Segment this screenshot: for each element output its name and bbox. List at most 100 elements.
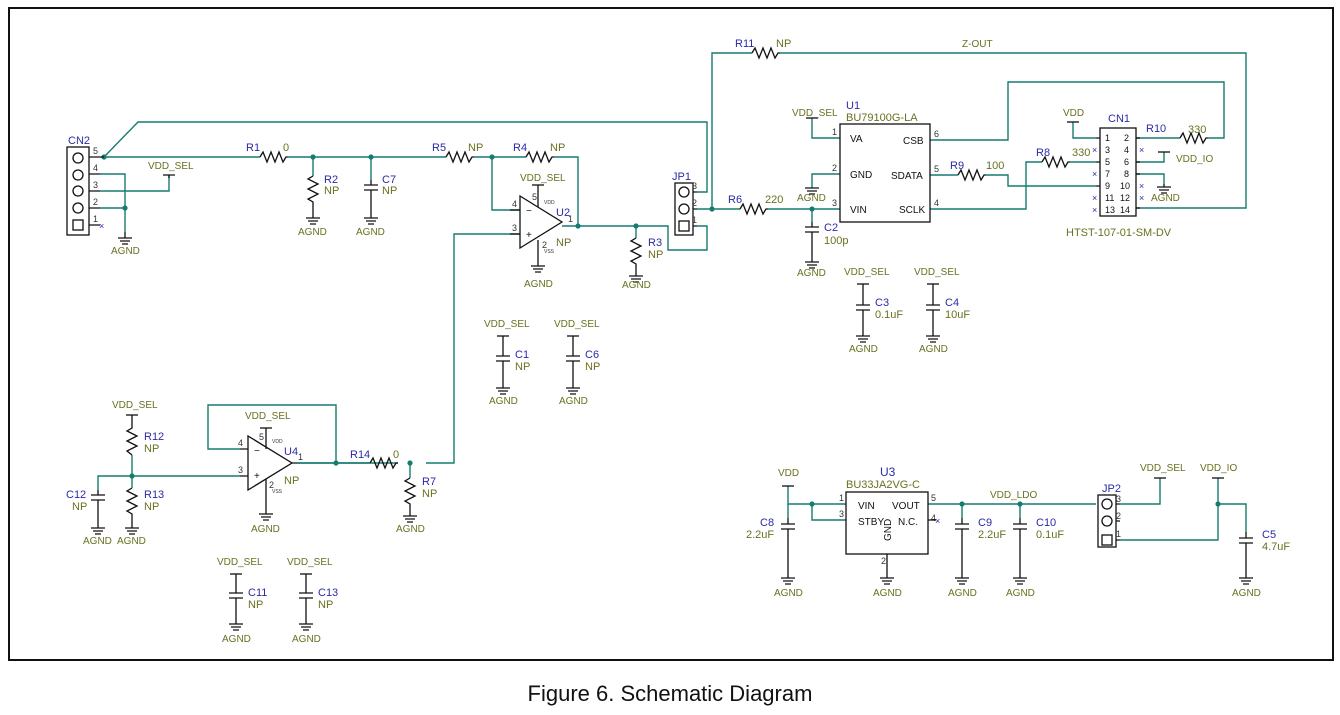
resistor-r6: R6 220 bbox=[728, 194, 783, 216]
jp2-ref: JP2 bbox=[1102, 483, 1121, 495]
net-vdd-sel-r12: VDD_SEL bbox=[112, 400, 158, 411]
capacitor-c6: C6 NP bbox=[566, 336, 600, 384]
u4-ref: U4 bbox=[284, 446, 298, 458]
u1-pin-gnd: GND bbox=[850, 170, 872, 181]
c7-value: NP bbox=[382, 185, 397, 197]
opamp-u2: − + 5 4 3 2 1 VDD VSS U2 NP VDD_SEL bbox=[510, 173, 573, 262]
agnd-label: AGND bbox=[873, 588, 902, 599]
ground-icon: AGND bbox=[948, 575, 977, 599]
net-vdd-sel-jp2: VDD_SEL bbox=[1140, 463, 1186, 474]
r8-value: 330 bbox=[1072, 147, 1090, 159]
u1-pin-4: 4 bbox=[934, 198, 939, 208]
jumper-jp1: JP1 3 2 1 bbox=[672, 171, 697, 236]
u2-pin-1: 1 bbox=[568, 214, 573, 224]
u1-pin-vin: VIN bbox=[850, 205, 867, 216]
agnd-label: AGND bbox=[83, 536, 112, 547]
jp2-pin-3: 3 bbox=[1116, 494, 1121, 504]
agnd-label: AGND bbox=[111, 246, 140, 257]
u4-pin-3: 3 bbox=[238, 465, 243, 475]
connector-cn1: CN1 1 3 5 7 9 11 13 2 4 6 8 10 12 14 × ×… bbox=[1063, 108, 1213, 239]
r6-ref: R6 bbox=[728, 194, 742, 206]
capacitor-c10: C10 0.1uF bbox=[1013, 517, 1064, 575]
no-connect-mark: × bbox=[1092, 145, 1097, 155]
c8-ref: C8 bbox=[760, 517, 774, 529]
cn1-ref: CN1 bbox=[1108, 113, 1130, 125]
agnd-label: AGND bbox=[797, 268, 826, 279]
u3-ref: U3 bbox=[880, 465, 896, 479]
capacitor-c4: C4 10uF bbox=[926, 284, 970, 332]
resistor-r3: R3 NP bbox=[629, 237, 663, 274]
r5-value: NP bbox=[468, 142, 483, 154]
agnd-label: AGND bbox=[1151, 193, 1180, 204]
r6-value: 220 bbox=[765, 194, 783, 206]
u4-vss-label: VSS bbox=[272, 489, 283, 495]
agnd-label: AGND bbox=[524, 279, 553, 290]
u3-part: BU33JA2VG-C bbox=[846, 479, 920, 491]
c2-ref: C2 bbox=[824, 222, 838, 234]
r14-value: 0 bbox=[393, 449, 399, 461]
ground-icon: AGND bbox=[251, 512, 280, 535]
power-flags: VDD_SEL VDD_SEL VDD_SEL VDD_SEL VDD_SEL … bbox=[112, 117, 1224, 575]
u4-value: NP bbox=[284, 475, 299, 487]
u3-pin-1: 1 bbox=[839, 493, 844, 503]
c12-value: NP bbox=[72, 501, 87, 513]
r4-value: NP bbox=[550, 142, 565, 154]
u2-pin-4: 4 bbox=[512, 199, 517, 209]
r2-ref: R2 bbox=[324, 174, 338, 186]
ground-icon: AGND bbox=[1232, 575, 1261, 599]
r11-value: NP bbox=[776, 38, 791, 50]
capacitor-c3: C3 0.1uF bbox=[856, 284, 903, 332]
agnd-label: AGND bbox=[489, 396, 518, 407]
net-z-out: Z-OUT bbox=[962, 39, 993, 50]
resistor-r11: R11 NP Z-OUT bbox=[735, 38, 993, 60]
agnd-label: AGND bbox=[222, 634, 251, 645]
capacitor-c1: C1 NP bbox=[496, 336, 530, 384]
cn1-pin-1: 1 bbox=[1105, 133, 1110, 143]
u4-pin-5: 5 bbox=[259, 432, 264, 442]
ground-icon: AGND bbox=[1151, 184, 1180, 204]
c13-value: NP bbox=[318, 599, 333, 611]
jp1-pin-1: 1 bbox=[692, 215, 697, 225]
resistor-r5: R5 NP bbox=[432, 142, 483, 164]
u3-pin-gnd: GND bbox=[883, 519, 894, 541]
cn1-part: HTST-107-01-SM-DV bbox=[1066, 227, 1172, 239]
resistor-r2: R2 NP bbox=[306, 174, 339, 214]
c9-value: 2.2uF bbox=[978, 529, 1006, 541]
ground-icon: AGND bbox=[356, 214, 385, 238]
ground-icon: AGND bbox=[797, 187, 826, 204]
net-vdd-sel-u1: VDD_SEL bbox=[792, 108, 838, 119]
net-vdd-sel-c13: VDD_SEL bbox=[287, 557, 333, 568]
ground-icon: AGND bbox=[222, 620, 251, 645]
c3-value: 0.1uF bbox=[875, 309, 903, 321]
net-vdd-sel-c6: VDD_SEL bbox=[554, 319, 600, 330]
cn1-pin-3: 3 bbox=[1105, 145, 1110, 155]
agnd-label: AGND bbox=[1232, 588, 1261, 599]
c12-ref: C12 bbox=[66, 489, 86, 501]
cn2-pin-2: 2 bbox=[93, 197, 98, 207]
net-vdd-io-cn1: VDD_IO bbox=[1176, 154, 1213, 165]
ground-icon: AGND bbox=[117, 524, 146, 547]
u2-vdd-label: VDD bbox=[544, 200, 555, 206]
ground-icon: AGND bbox=[524, 262, 553, 290]
net-vdd-cn1: VDD bbox=[1063, 108, 1084, 119]
ground-icon: AGND bbox=[111, 232, 140, 257]
r9-ref: R9 bbox=[950, 160, 964, 172]
r9-value: 100 bbox=[986, 160, 1004, 172]
u4-pin-1: 1 bbox=[298, 452, 303, 462]
u2-vss-label: VSS bbox=[544, 249, 555, 255]
u2-inv-sign: − bbox=[526, 206, 532, 217]
r4-ref: R4 bbox=[513, 142, 527, 154]
u3-pin-vin: VIN bbox=[858, 501, 875, 512]
resistor-r7: R7 NP bbox=[403, 476, 437, 514]
agnd-label: AGND bbox=[298, 227, 327, 238]
u4-vdd-label: VDD bbox=[272, 439, 283, 445]
u2-noninv-sign: + bbox=[526, 230, 532, 241]
c6-value: NP bbox=[585, 361, 600, 373]
c2-value: 100p bbox=[824, 235, 848, 247]
u1-pin-3: 3 bbox=[832, 198, 837, 208]
cn1-pin-5: 5 bbox=[1105, 157, 1110, 167]
ground-symbols: AGND AGND AGND AGND AGND AGND AGND AGND … bbox=[83, 184, 1261, 645]
agnd-label: AGND bbox=[117, 536, 146, 547]
net-vdd-sel-c1: VDD_SEL bbox=[484, 319, 530, 330]
r12-value: NP bbox=[144, 443, 159, 455]
